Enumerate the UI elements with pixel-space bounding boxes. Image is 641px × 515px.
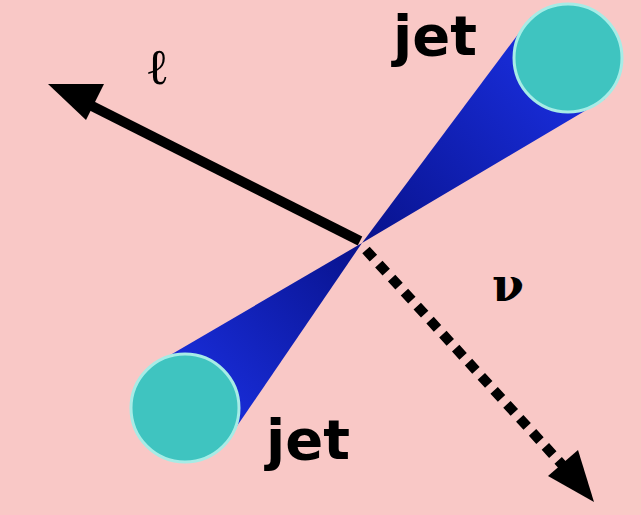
jet-label: jet — [266, 412, 350, 468]
lepton-label: ℓ — [148, 42, 167, 92]
neutrino-arrowhead — [548, 450, 594, 502]
lepton-arrowhead — [48, 84, 104, 120]
jet-label: jet — [393, 8, 477, 64]
neutrino-label: ν — [492, 262, 524, 308]
jet-end — [131, 354, 239, 462]
neutrino-arrow — [366, 250, 566, 469]
jet-end — [514, 4, 622, 112]
lepton-arrow — [82, 101, 360, 241]
